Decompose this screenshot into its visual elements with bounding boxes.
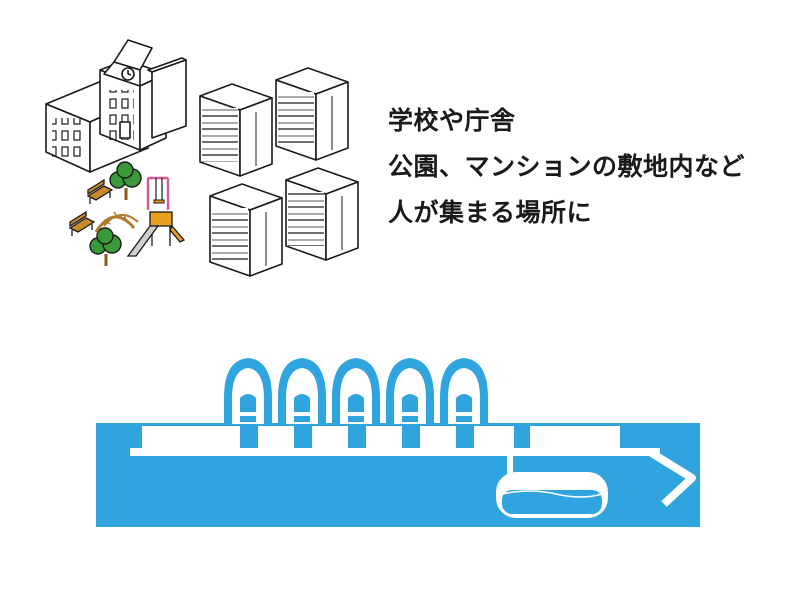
caption-line-2: 公園、マンションの敷地内など (388, 152, 746, 181)
caption-line-3: 人が集まる場所に (388, 198, 593, 227)
apartment-building-icon (275, 67, 349, 161)
bench-icon (86, 178, 114, 204)
bench-icon (68, 210, 96, 236)
tree-icon (89, 227, 122, 266)
apartment-building-icon (199, 83, 273, 177)
toilet-icon (440, 358, 488, 426)
toilet-icon (278, 358, 326, 426)
swing-icon (146, 176, 170, 210)
toilet-icon (224, 358, 272, 426)
slide-icon (126, 211, 186, 257)
toilet-icon (386, 358, 434, 426)
apartment-building-icon (285, 167, 359, 261)
apartment-building-icon (209, 183, 283, 277)
tree-icon (109, 161, 142, 200)
climbing-frame-icon (94, 211, 139, 233)
caption-line-1: 学校や庁舎 (388, 106, 516, 135)
toilet-icon (332, 358, 380, 426)
caption: 学校や庁舎 公園、マンションの敷地内など 人が集まる場所に (388, 108, 745, 246)
underground-section (96, 423, 700, 527)
school-building-icon (45, 39, 187, 173)
